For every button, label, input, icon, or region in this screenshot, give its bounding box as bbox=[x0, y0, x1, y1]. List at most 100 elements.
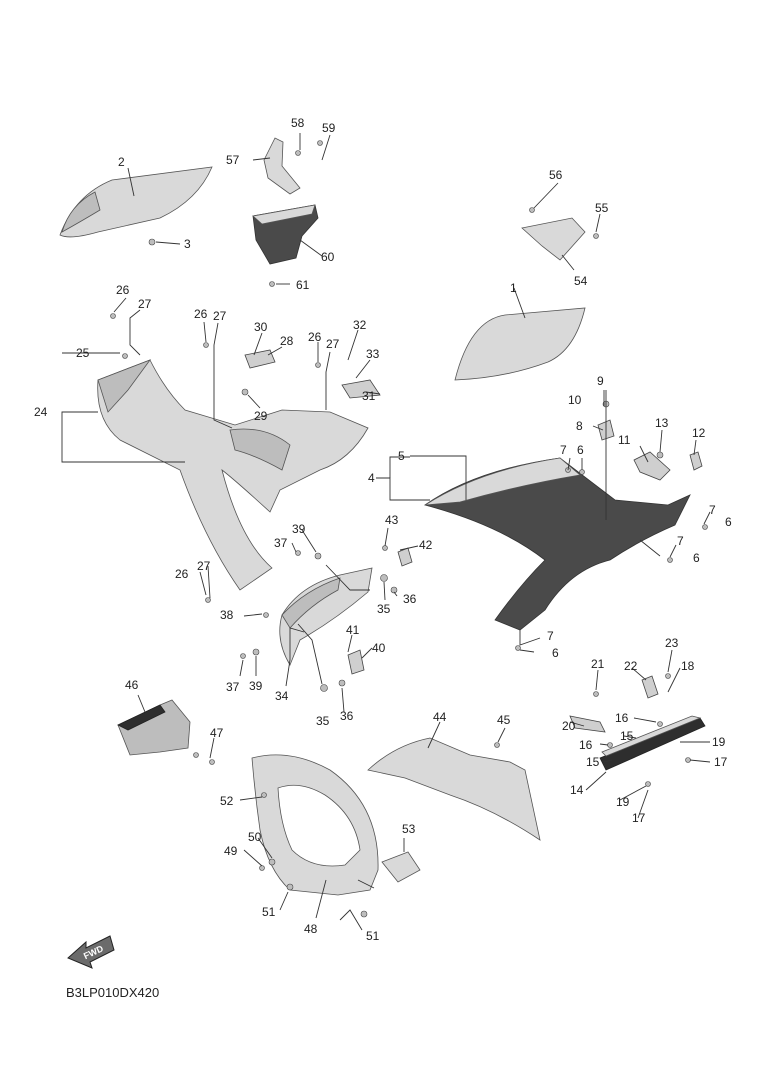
callout-11: 11 bbox=[618, 433, 631, 447]
callout-1: 1 bbox=[510, 281, 517, 295]
callout-60: 60 bbox=[321, 250, 335, 264]
part-34-panel bbox=[279, 567, 373, 666]
callout-46: 46 bbox=[125, 678, 139, 692]
callout-17: 17 bbox=[632, 811, 646, 825]
callout-43: 43 bbox=[385, 513, 399, 527]
callout-10: 10 bbox=[568, 393, 582, 407]
callout-3: 3 bbox=[184, 237, 191, 251]
callout-51: 51 bbox=[366, 929, 380, 943]
callout-36: 36 bbox=[340, 709, 354, 723]
callout-26: 26 bbox=[308, 330, 322, 344]
callout-15: 15 bbox=[620, 729, 634, 743]
callout-5: 5 bbox=[398, 449, 405, 463]
callout-49: 49 bbox=[224, 844, 238, 858]
callout-35: 35 bbox=[377, 602, 391, 616]
callout-55: 55 bbox=[595, 201, 609, 215]
callout-17: 17 bbox=[714, 755, 728, 769]
callout-2: 2 bbox=[118, 155, 125, 169]
part-44-panel bbox=[367, 737, 541, 841]
callout-51: 51 bbox=[262, 905, 276, 919]
callout-18: 18 bbox=[681, 659, 695, 673]
part-57-bracket bbox=[263, 137, 301, 195]
callout-14: 14 bbox=[570, 783, 584, 797]
callout-6: 6 bbox=[693, 551, 700, 565]
callout-53: 53 bbox=[402, 822, 416, 836]
part-1-side-panel bbox=[454, 307, 586, 381]
callout-44: 44 bbox=[433, 710, 447, 724]
callout-35: 35 bbox=[316, 714, 330, 728]
callout-7: 7 bbox=[547, 629, 554, 643]
callout-26: 26 bbox=[175, 567, 189, 581]
callout-45: 45 bbox=[497, 713, 511, 727]
callout-6: 6 bbox=[577, 443, 584, 457]
callout-12: 12 bbox=[692, 426, 706, 440]
callout-20: 20 bbox=[562, 719, 576, 733]
callout-26: 26 bbox=[116, 283, 130, 297]
callout-32: 32 bbox=[353, 318, 367, 332]
callout-29: 29 bbox=[254, 409, 268, 423]
callout-7: 7 bbox=[677, 534, 684, 548]
callout-37: 37 bbox=[226, 680, 240, 694]
callout-15: 15 bbox=[586, 755, 600, 769]
part-11-bracket bbox=[633, 451, 671, 481]
part-20-bracket bbox=[569, 715, 606, 733]
callout-37: 37 bbox=[274, 536, 288, 550]
callout-30: 30 bbox=[254, 320, 268, 334]
callout-21: 21 bbox=[591, 657, 605, 671]
callout-33: 33 bbox=[366, 347, 380, 361]
callout-labels: 1 2 3 4 5 6 6 6 6 7 7 7 7 8 9 10 11 12 1… bbox=[34, 116, 732, 943]
callout-6: 6 bbox=[552, 646, 559, 660]
callout-7: 7 bbox=[560, 443, 567, 457]
callout-19: 19 bbox=[712, 735, 726, 749]
callout-57: 57 bbox=[226, 153, 240, 167]
leader-lines bbox=[61, 133, 711, 931]
callout-9: 9 bbox=[597, 374, 604, 388]
callout-19: 19 bbox=[616, 795, 630, 809]
diagram-code: B3LP010DX420 bbox=[66, 985, 159, 1000]
callout-40: 40 bbox=[372, 641, 386, 655]
part-46-panel bbox=[117, 699, 191, 756]
callout-26: 26 bbox=[194, 307, 208, 321]
callout-47: 47 bbox=[210, 726, 224, 740]
callout-54: 54 bbox=[574, 274, 588, 288]
callout-39: 39 bbox=[292, 522, 306, 536]
fwd-arrow-icon: FWD bbox=[67, 935, 115, 969]
callout-4: 4 bbox=[368, 471, 375, 485]
callout-22: 22 bbox=[624, 659, 638, 673]
callout-42: 42 bbox=[419, 538, 433, 552]
callout-34: 34 bbox=[275, 689, 289, 703]
callout-59: 59 bbox=[322, 121, 336, 135]
callout-38: 38 bbox=[220, 608, 234, 622]
callout-27: 27 bbox=[326, 337, 340, 351]
callout-52: 52 bbox=[220, 794, 234, 808]
callout-61: 61 bbox=[296, 278, 310, 292]
callout-27: 27 bbox=[138, 297, 152, 311]
part-24-left-panel bbox=[97, 359, 369, 591]
callout-8: 8 bbox=[576, 419, 583, 433]
callout-56: 56 bbox=[549, 168, 563, 182]
callout-24: 24 bbox=[34, 405, 48, 419]
callout-25: 25 bbox=[76, 346, 90, 360]
callout-28: 28 bbox=[280, 334, 294, 348]
part-2-cowl bbox=[59, 166, 213, 238]
callout-16: 16 bbox=[615, 711, 629, 725]
fasteners bbox=[110, 140, 708, 918]
callout-31: 31 bbox=[362, 389, 376, 403]
callout-13: 13 bbox=[655, 416, 669, 430]
part-53-panel bbox=[381, 851, 421, 883]
callout-50: 50 bbox=[248, 830, 262, 844]
callout-6: 6 bbox=[725, 515, 732, 529]
callout-27: 27 bbox=[197, 559, 211, 573]
callout-36: 36 bbox=[403, 592, 417, 606]
callout-39: 39 bbox=[249, 679, 263, 693]
callout-7: 7 bbox=[709, 503, 716, 517]
callout-23: 23 bbox=[665, 636, 679, 650]
part-54-panel bbox=[521, 217, 586, 261]
callout-48: 48 bbox=[304, 922, 318, 936]
part-shapes bbox=[59, 137, 706, 896]
callout-27: 27 bbox=[213, 309, 227, 323]
callout-58: 58 bbox=[291, 116, 305, 130]
callout-16: 16 bbox=[579, 738, 593, 752]
callout-41: 41 bbox=[346, 623, 360, 637]
